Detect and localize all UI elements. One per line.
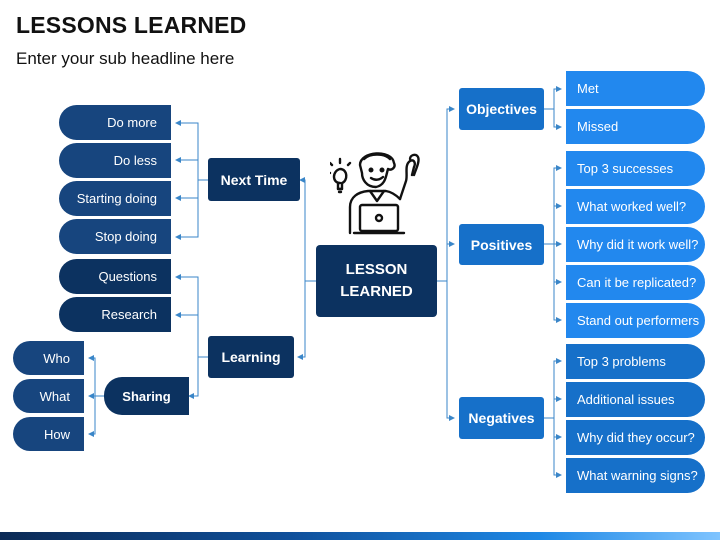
hub-objectives: Objectives: [459, 88, 544, 130]
center-line-1: LESSON: [345, 261, 408, 278]
list-item-research: Research: [59, 297, 171, 332]
page-title: LESSONS LEARNED: [16, 12, 247, 38]
hub-next-time: Next Time: [208, 158, 300, 201]
list-item-what: What: [13, 379, 84, 413]
list-item-do-more: Do more: [59, 105, 171, 140]
list-item-met: Met: [566, 71, 705, 106]
list-item-additional-issues: Additional issues: [566, 382, 705, 417]
list-item-questions: Questions: [59, 259, 171, 294]
list-item-starting-doing: Starting doing: [59, 181, 171, 216]
list-item-can-it-be-replicated: Can it be replicated?: [566, 265, 705, 300]
list-item-why-did-they-occur: Why did they occur?: [566, 420, 705, 455]
list-item-what-worked-well: What worked well?: [566, 189, 705, 224]
hub-positives: Positives: [459, 224, 544, 265]
hub-learning: Learning: [208, 336, 294, 378]
hub-sharing: Sharing: [104, 377, 189, 415]
person-with-idea-laptop-icon: [330, 152, 420, 235]
bottom-accent-bar: [0, 532, 720, 540]
list-item-missed: Missed: [566, 109, 705, 144]
list-item-top-3-successes: Top 3 successes: [566, 151, 705, 186]
center-node: LESSON LEARNED: [316, 245, 437, 317]
page-subtitle: Enter your sub headline here: [16, 49, 235, 68]
list-item-why-did-it-work-well: Why did it work well?: [566, 227, 705, 262]
center-line-2: LEARNED: [340, 283, 413, 300]
hub-negatives: Negatives: [459, 397, 544, 439]
list-item-how: How: [13, 417, 84, 451]
list-item-what-warning-signs: What warning signs?: [566, 458, 705, 493]
list-item-stop-doing: Stop doing: [59, 219, 171, 254]
list-item-top-3-problems: Top 3 problems: [566, 344, 705, 379]
list-item-who: Who: [13, 341, 84, 375]
list-item-stand-out-performers: Stand out performers: [566, 303, 705, 338]
list-item-do-less: Do less: [59, 143, 171, 178]
